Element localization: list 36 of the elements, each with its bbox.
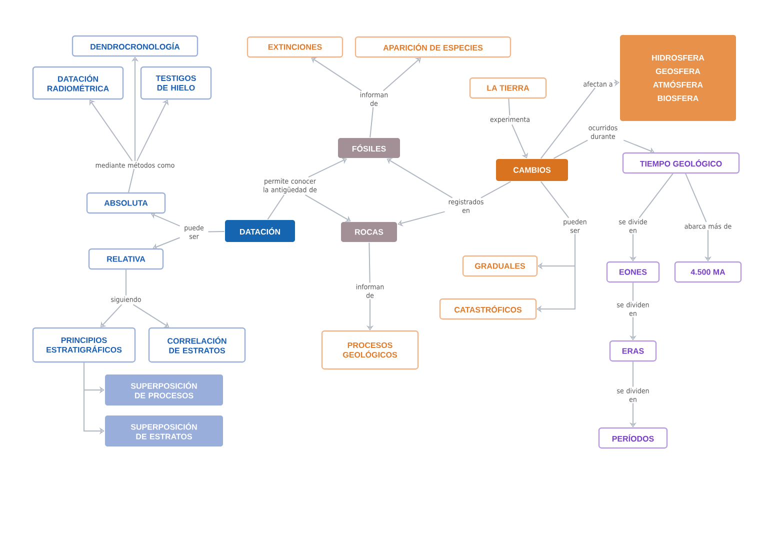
concept-box: TESTIGOS DE HIELO bbox=[140, 66, 212, 100]
concept-box: DATACIÓN RADIOMÉTRICA bbox=[32, 66, 124, 100]
arrow bbox=[132, 304, 170, 328]
arrow bbox=[386, 158, 453, 198]
concept-box: PERÍODOS bbox=[598, 427, 668, 449]
arrow bbox=[536, 234, 576, 313]
arrow bbox=[304, 194, 351, 222]
concept-box: ROCAS bbox=[341, 222, 397, 242]
arrow bbox=[152, 237, 180, 250]
concept-box: CAMBIOS bbox=[496, 159, 568, 181]
concept-box: GRADUALES bbox=[462, 255, 538, 277]
concept-box: 4.500 MA bbox=[674, 261, 742, 283]
concept-box: CORRELACIÓN DE ESTRATOS bbox=[148, 327, 246, 363]
concept-box: EXTINCIONES bbox=[246, 36, 344, 58]
arrow bbox=[382, 58, 421, 92]
concept-box: APARICIÓN DE ESPECIES bbox=[354, 36, 512, 58]
concept-box: TIEMPO GEOLÓGICO bbox=[622, 152, 740, 174]
concept-box: PRINCIPIOS ESTRATIGRÁFICOS bbox=[32, 327, 136, 363]
concept-box: DENDROCRONOLOGÍA bbox=[72, 35, 198, 57]
arrow bbox=[398, 211, 446, 226]
concept-box: EONES bbox=[606, 261, 660, 283]
concept-box: SUPERPOSICIÓN DE PROCESOS bbox=[105, 374, 223, 406]
concept-box: ERAS bbox=[609, 340, 657, 362]
concept-box: LA TIERRA bbox=[469, 77, 547, 99]
arrow bbox=[311, 57, 362, 92]
arrow bbox=[512, 124, 528, 158]
arrow bbox=[308, 158, 347, 178]
concept-box: RELATIVA bbox=[88, 248, 164, 270]
concept-box: HIDROSFERA GEOSFERA ATMÓSFERA BIOSFERA bbox=[620, 35, 736, 121]
arrow bbox=[90, 100, 133, 162]
concept-box: CATASTRÓFICOS bbox=[439, 298, 537, 320]
concept-box: PROCESOS GEOLÓGICOS bbox=[321, 330, 419, 370]
concept-box: DATACIÓN bbox=[225, 220, 295, 242]
concept-box: FÓSILES bbox=[338, 138, 400, 158]
concept-box: SUPERPOSICIÓN DE ESTRATOS bbox=[105, 416, 223, 446]
concept-box: ABSOLUTA bbox=[86, 192, 166, 214]
